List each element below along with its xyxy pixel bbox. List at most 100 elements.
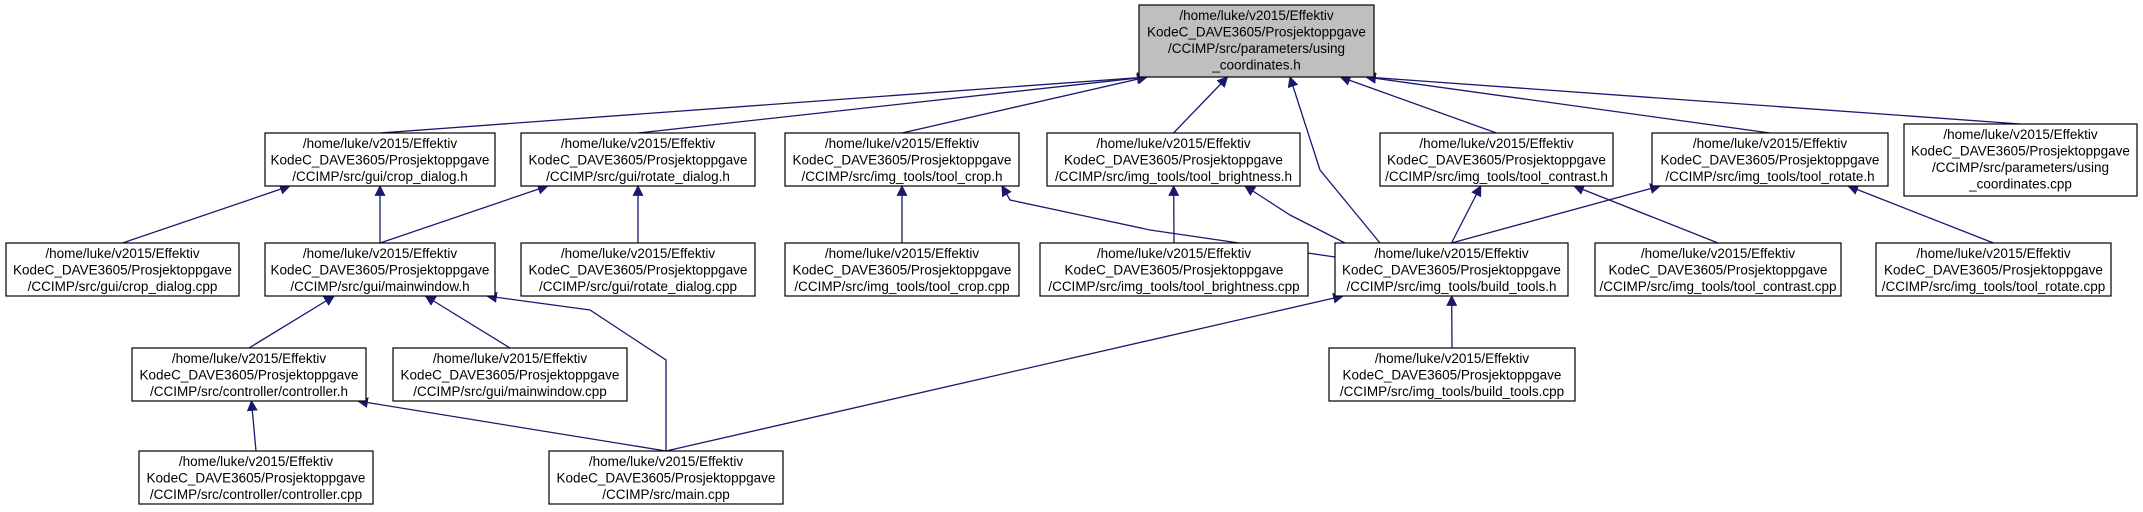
node-label-line: /home/luke/v2015/Effektiv	[589, 454, 744, 469]
node-label-line: /CCIMP/src/gui/rotate_dialog.h	[546, 169, 730, 184]
node-label-line: /CCIMP/src/img_tools/tool_crop.h	[801, 169, 1002, 184]
node-crop-dialog-cpp[interactable]: /home/luke/v2015/EffektivKodeC_DAVE3605/…	[5, 242, 240, 297]
node-controller-h[interactable]: /home/luke/v2015/EffektivKodeC_DAVE3605/…	[131, 347, 367, 402]
edge-rotate_dialog_h-to-using_coordinates_h	[637, 72, 1149, 134]
node-label-line: /home/luke/v2015/Effektiv	[1375, 351, 1530, 366]
node-label-line: /CCIMP/src/img_tools/build_tools.h	[1346, 279, 1556, 294]
node-main-cpp[interactable]: /home/luke/v2015/EffektivKodeC_DAVE3605/…	[548, 450, 784, 505]
nodes-layer: /home/luke/v2015/EffektivKodeC_DAVE3605/…	[5, 4, 2138, 505]
node-label-line: /CCIMP/src/img_tools/tool_brightness.cpp	[1048, 279, 1299, 294]
edge-build_tools_h-to-tool_contrast_h	[1450, 185, 1482, 244]
node-mainwindow-h[interactable]: /home/luke/v2015/EffektivKodeC_DAVE3605/…	[264, 242, 496, 297]
node-label-line: /CCIMP/src/parameters/using	[1168, 41, 1345, 56]
node-label-line: /CCIMP/src/controller/controller.h	[150, 384, 348, 399]
edge-tool_brightness_h-to-using_coordinates_h	[1173, 76, 1229, 134]
node-label-line: /CCIMP/src/gui/crop_dialog.h	[292, 169, 468, 184]
node-tool-rotate-cpp[interactable]: /home/luke/v2015/EffektivKodeC_DAVE3605/…	[1875, 242, 2112, 297]
node-label-line: /CCIMP/src/gui/rotate_dialog.cpp	[539, 279, 737, 294]
edge-main_cpp-to-build_tools_h	[665, 292, 1345, 452]
edge-crop_dialog_h-to-using_coordinates_h	[379, 72, 1149, 134]
node-box	[1651, 132, 1889, 187]
node-box	[1875, 242, 2112, 297]
node-tool-brightness-h[interactable]: /home/luke/v2015/EffektivKodeC_DAVE3605/…	[1046, 132, 1301, 187]
node-box	[520, 132, 756, 187]
node-label-line: KodeC_DAVE3605/Prosjektoppgave	[1147, 25, 1366, 40]
node-tool-contrast-h[interactable]: /home/luke/v2015/EffektivKodeC_DAVE3605/…	[1379, 132, 1614, 187]
node-label-line: /CCIMP/src/gui/mainwindow.h	[290, 279, 469, 294]
edge-build_tools_h-to-using_coordinates_h	[1287, 75, 1381, 244]
node-box	[1334, 242, 1569, 297]
node-label-line: KodeC_DAVE3605/Prosjektoppgave	[271, 153, 490, 168]
node-label-line: KodeC_DAVE3605/Prosjektoppgave	[1342, 263, 1561, 278]
node-rotate-dialog-cpp[interactable]: /home/luke/v2015/EffektivKodeC_DAVE3605/…	[520, 242, 756, 297]
edge-build_tools_h-to-tool_rotate_h	[1451, 183, 1662, 244]
node-rotate-dialog-h[interactable]: /home/luke/v2015/EffektivKodeC_DAVE3605/…	[520, 132, 756, 187]
node-label-line: /CCIMP/src/img_tools/tool_rotate.h	[1665, 169, 1874, 184]
node-label-line: /CCIMP/src/img_tools/tool_contrast.cpp	[1599, 279, 1836, 294]
node-box	[548, 450, 784, 505]
edges-layer	[122, 72, 2021, 452]
node-label-line: _coordinates.cpp	[1968, 177, 2072, 192]
node-label-line: KodeC_DAVE3605/Prosjektoppgave	[140, 368, 359, 383]
node-label-line: KodeC_DAVE3605/Prosjektoppgave	[147, 471, 366, 486]
node-box	[1379, 132, 1614, 187]
node-tool-crop-cpp[interactable]: /home/luke/v2015/EffektivKodeC_DAVE3605/…	[784, 242, 1020, 297]
node-tool-rotate-h[interactable]: /home/luke/v2015/EffektivKodeC_DAVE3605/…	[1651, 132, 1889, 187]
node-build-tools-cpp[interactable]: /home/luke/v2015/EffektivKodeC_DAVE3605/…	[1328, 347, 1576, 402]
edge-crop_dialog_cpp-to-crop_dialog_h	[122, 183, 291, 244]
node-label-line: /home/luke/v2015/Effektiv	[1693, 136, 1848, 151]
node-label-line: KodeC_DAVE3605/Prosjektoppgave	[1065, 263, 1284, 278]
edge-controller_cpp-to-controller_h	[246, 399, 258, 452]
node-box	[1903, 123, 2138, 197]
node-label-line: /home/luke/v2015/Effektiv	[1916, 246, 2071, 261]
node-box	[138, 450, 374, 505]
node-label-line: KodeC_DAVE3605/Prosjektoppgave	[1884, 263, 2103, 278]
node-label-line: /home/luke/v2015/Effektiv	[1374, 246, 1529, 261]
edge-main_cpp-to-controller_h	[356, 397, 667, 452]
node-label-line: /CCIMP/src/img_tools/tool_crop.cpp	[794, 279, 1009, 294]
node-crop-dialog-h[interactable]: /home/luke/v2015/EffektivKodeC_DAVE3605/…	[264, 132, 496, 187]
node-box	[5, 242, 240, 297]
node-label-line: /home/luke/v2015/Effektiv	[825, 136, 980, 151]
node-label-line: /home/luke/v2015/Effektiv	[172, 351, 327, 366]
node-label-line: /CCIMP/src/img_tools/build_tools.cpp	[1340, 384, 1564, 399]
node-box	[264, 242, 496, 297]
node-using-coordinates-h[interactable]: /home/luke/v2015/EffektivKodeC_DAVE3605/…	[1138, 4, 1375, 78]
node-build-tools-h[interactable]: /home/luke/v2015/EffektivKodeC_DAVE3605/…	[1334, 242, 1569, 297]
node-label-line: KodeC_DAVE3605/Prosjektoppgave	[271, 263, 490, 278]
node-label-line: /CCIMP/src/gui/crop_dialog.cpp	[28, 279, 218, 294]
node-label-line: /home/luke/v2015/Effektiv	[1097, 246, 1252, 261]
node-using-coordinates-cpp[interactable]: /home/luke/v2015/EffektivKodeC_DAVE3605/…	[1903, 123, 2138, 197]
node-tool-contrast-cpp[interactable]: /home/luke/v2015/EffektivKodeC_DAVE3605/…	[1594, 242, 1842, 297]
node-label-line: /CCIMP/src/img_tools/tool_rotate.cpp	[1882, 279, 2106, 294]
node-label-line: KodeC_DAVE3605/Prosjektoppgave	[793, 263, 1012, 278]
node-label-line: KodeC_DAVE3605/Prosjektoppgave	[1343, 368, 1562, 383]
node-box	[1594, 242, 1842, 297]
edge-using_coordinates_cpp-to-using_coordinates_h	[1364, 72, 2021, 125]
edge-tool_crop_h-to-using_coordinates_h	[901, 73, 1149, 134]
node-box	[1138, 4, 1375, 78]
node-box	[1046, 132, 1301, 187]
node-label-line: KodeC_DAVE3605/Prosjektoppgave	[1064, 153, 1283, 168]
node-label-line: /home/luke/v2015/Effektiv	[1641, 246, 1796, 261]
node-label-line: /CCIMP/src/img_tools/tool_contrast.h	[1385, 169, 1608, 184]
node-label-line: /home/luke/v2015/Effektiv	[1179, 8, 1334, 23]
node-label-line: /home/luke/v2015/Effektiv	[825, 246, 980, 261]
node-label-line: /home/luke/v2015/Effektiv	[303, 136, 458, 151]
node-label-line: KodeC_DAVE3605/Prosjektoppgave	[529, 153, 748, 168]
edge-controller_h-to-mainwindow_h	[248, 295, 336, 349]
node-label-line: /CCIMP/src/main.cpp	[602, 487, 730, 502]
node-label-line: KodeC_DAVE3605/Prosjektoppgave	[557, 471, 776, 486]
edge-main_cpp-to-mainwindow_h	[485, 291, 667, 452]
node-mainwindow-cpp[interactable]: /home/luke/v2015/EffektivKodeC_DAVE3605/…	[392, 347, 628, 402]
node-label-line: _coordinates.h	[1211, 58, 1301, 73]
node-label-line: /home/luke/v2015/Effektiv	[561, 246, 716, 261]
node-tool-crop-h[interactable]: /home/luke/v2015/EffektivKodeC_DAVE3605/…	[784, 132, 1020, 187]
node-box	[1039, 242, 1309, 297]
node-tool-brightness-cpp[interactable]: /home/luke/v2015/EffektivKodeC_DAVE3605/…	[1039, 242, 1309, 297]
node-controller-cpp[interactable]: /home/luke/v2015/EffektivKodeC_DAVE3605/…	[138, 450, 374, 505]
node-label-line: /CCIMP/src/gui/mainwindow.cpp	[413, 384, 607, 399]
node-box	[264, 132, 496, 187]
node-label-line: KodeC_DAVE3605/Prosjektoppgave	[793, 153, 1012, 168]
edge-build_tools_h-to-tool_brightness_h	[1244, 185, 1346, 244]
